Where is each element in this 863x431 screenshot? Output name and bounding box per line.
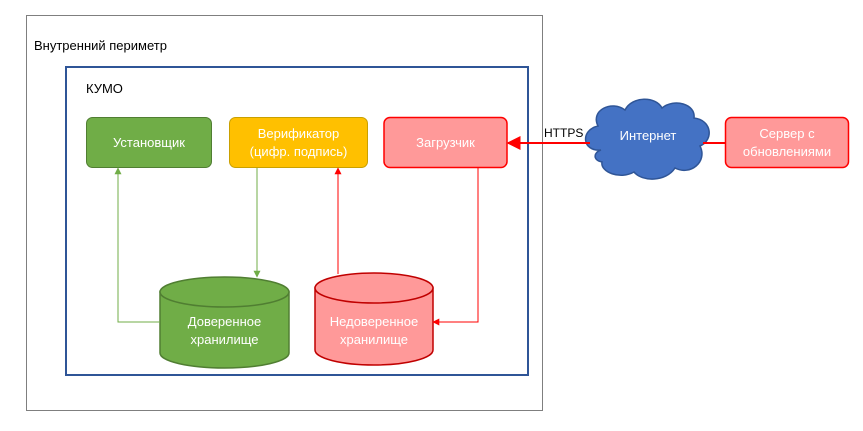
internet-label-wrap: Интернет bbox=[600, 126, 696, 146]
internal-perimeter-boundary bbox=[26, 15, 543, 411]
trusted-storage-cylinder bbox=[159, 276, 290, 369]
verifier-box bbox=[229, 117, 368, 168]
untrusted-storage-label-line1: Недоверенное bbox=[329, 314, 419, 329]
verifier-label-line1: Верификатор bbox=[257, 125, 340, 141]
kumo-boundary bbox=[65, 66, 529, 376]
loader-label: Загрузчик bbox=[416, 134, 475, 150]
installer-box bbox=[86, 117, 212, 168]
untrusted-storage-label-line2: хранилище bbox=[339, 332, 409, 347]
update-server-box bbox=[724, 116, 850, 169]
internet-label: Интернет bbox=[619, 128, 677, 143]
installer-label-wrap: Установщик bbox=[86, 117, 212, 168]
trusted-storage-label-wrap: Доверенное хранилище bbox=[160, 310, 289, 352]
arrow-loader-to-untrusted bbox=[432, 168, 479, 326]
update-server-label-wrap: Сервер с обновлениями bbox=[725, 117, 849, 168]
internet-cloud bbox=[584, 98, 710, 180]
untrusted-storage-cylinder bbox=[314, 272, 434, 366]
https-label: HTTPS bbox=[544, 126, 584, 140]
kumo-label: КУМО bbox=[86, 81, 123, 96]
update-server-label-line1: Сервер с bbox=[759, 125, 815, 141]
untrusted-storage-label-wrap: Недоверенное хранилище bbox=[315, 310, 433, 352]
installer-label: Установщик bbox=[113, 134, 185, 150]
trusted-storage-label-line1: Доверенное bbox=[187, 314, 262, 329]
internal-perimeter-label: Внутренний периметр bbox=[34, 38, 167, 53]
verifier-label-line2: (цифр. подпись) bbox=[249, 143, 348, 159]
loader-label-wrap: Загрузчик bbox=[384, 117, 507, 168]
update-server-label-line2: обновлениями bbox=[742, 143, 832, 159]
arrow-trusted-to-installer bbox=[114, 167, 160, 323]
trusted-storage-label-line2: хранилище bbox=[190, 332, 259, 347]
verifier-label-wrap: Верификатор (цифр. подпись) bbox=[229, 117, 368, 168]
